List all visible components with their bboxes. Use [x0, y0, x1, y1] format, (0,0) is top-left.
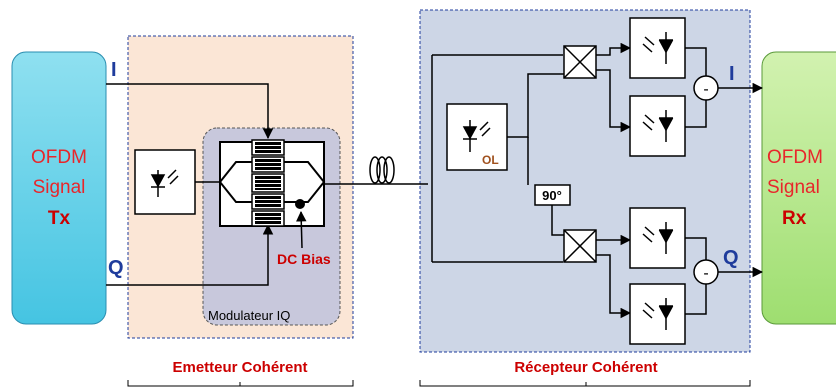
tx-i-wire	[106, 83, 274, 140]
emitter-caption: Emetteur Cohérent	[172, 359, 307, 376]
rx-i-label: I	[729, 63, 735, 85]
wire-top-upper	[596, 42, 632, 56]
hybrid-coupler-top	[563, 45, 597, 79]
rx-q-label: Q	[723, 247, 739, 269]
rx-label-line2: Signal	[767, 177, 820, 198]
tx-i-label: I	[111, 59, 117, 81]
hybrid-coupler-bottom	[563, 229, 597, 263]
tx-label-line3: Tx	[48, 208, 71, 229]
lo-label: OL	[482, 153, 499, 167]
modulator-label: Modulateur IQ	[208, 308, 290, 323]
phase-shift-label: 90°	[542, 188, 562, 203]
tx-q-wire	[106, 223, 274, 286]
dc-bias-arrow	[296, 210, 307, 249]
tx-q-label: Q	[108, 257, 124, 279]
tx-signal-block	[11, 51, 107, 325]
fiber-coil-icon	[369, 156, 395, 184]
subtractor-i-symbol: -	[703, 81, 708, 98]
local-oscillator	[446, 103, 508, 171]
dc-bias-label: DC Bias	[277, 251, 331, 267]
pd2-wire	[685, 100, 707, 128]
photodiode-1	[629, 17, 686, 79]
emitter-bracket	[127, 380, 354, 387]
tx-label-line2: Signal	[33, 177, 86, 198]
pd3-wire	[685, 237, 707, 260]
wire-bottom-lower	[596, 254, 632, 319]
photodiode-4	[629, 283, 686, 345]
receiver-bracket	[419, 380, 751, 387]
photodiode-3	[629, 207, 686, 269]
wire-top-lower	[596, 69, 632, 133]
subtractor-q-symbol: -	[703, 265, 708, 282]
receiver-caption: Récepteur Cohérent	[514, 359, 657, 376]
rx-signal-block	[761, 51, 836, 325]
phase-shift-wire	[551, 205, 564, 236]
photodiode-2	[629, 95, 686, 157]
rx-label-line1: OFDM	[767, 147, 823, 168]
tx-label-line1: OFDM	[31, 147, 87, 168]
lo-laser-icon	[462, 120, 491, 152]
rx-label-line3: Rx	[782, 208, 807, 229]
lo-wire	[507, 73, 564, 138]
iq-modulator-icon	[218, 139, 326, 227]
laser-source	[134, 149, 196, 215]
pd1-wire	[685, 47, 707, 76]
laser-diode-icon	[150, 169, 179, 197]
pd4-wire	[685, 284, 707, 315]
